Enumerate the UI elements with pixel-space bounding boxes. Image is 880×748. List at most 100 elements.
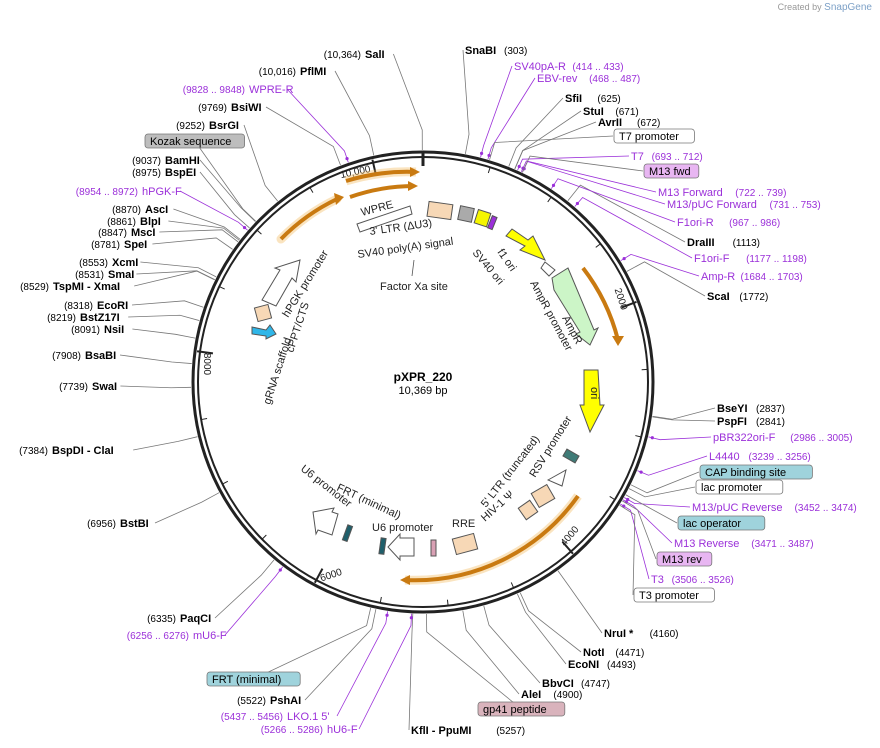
scale-minor-tick — [201, 418, 208, 421]
primer-name: L4440 — [709, 451, 740, 463]
primer-name: hU6-F — [327, 724, 358, 736]
site-position: (4160) — [650, 629, 679, 640]
leader-line — [128, 314, 200, 321]
leader-line — [521, 155, 644, 173]
feature-label-box: M13 rev — [656, 551, 713, 567]
site-position: (5522) — [237, 696, 266, 707]
site-position: (8870) — [112, 205, 141, 216]
leader-line — [630, 471, 700, 494]
site-name: NsiI — [104, 324, 124, 336]
primer-name: T3 — [651, 574, 664, 586]
f1ori-box — [486, 215, 498, 231]
restriction-site-label: (8975)BspEI — [132, 167, 196, 179]
u6-promoter-arrow-2 — [312, 507, 339, 536]
leader-line — [557, 570, 603, 634]
primer-marker — [551, 183, 556, 187]
site-position: (8529) — [20, 282, 49, 293]
site-name: BstBI — [120, 518, 149, 530]
leader-line — [131, 300, 204, 308]
leader-line — [462, 610, 520, 695]
inner-feature-label: RRE — [452, 518, 475, 530]
site-position: (9769) — [198, 103, 227, 114]
feature-box-text: M13 rev — [662, 554, 702, 566]
leader-line — [462, 49, 470, 154]
restriction-site-label: (8861)BlpI — [107, 216, 161, 228]
primer-name: LKO.1 5' — [287, 711, 329, 723]
leader-line — [304, 609, 377, 701]
feature-box-text: FRT (minimal) — [212, 674, 281, 686]
site-name: BsiWI — [231, 102, 262, 114]
snapgene-credit: Created by SnapGene — [777, 2, 872, 13]
leader-line — [483, 605, 541, 684]
5ltr-arrow — [546, 469, 567, 487]
site-position: (8553) — [79, 258, 108, 269]
primer-position: (6256 .. 6276) — [127, 631, 189, 642]
site-name: DraIII — [687, 237, 715, 249]
site-name: AleI — [521, 689, 541, 701]
feature-label-box: T7 promoter — [613, 128, 695, 144]
feature-label-box: FRT (minimal) — [206, 671, 301, 687]
ampr-arrow — [551, 267, 600, 346]
site-name: SmaI — [108, 269, 134, 281]
leader-line — [120, 385, 192, 389]
primer-label: (5437 .. 5456)LKO.1 5' — [221, 711, 330, 723]
site-position: (8861) — [107, 217, 136, 228]
restriction-site-label: (5522)PshAI — [237, 695, 301, 707]
leader-line — [628, 486, 696, 498]
site-position: (6956) — [87, 519, 116, 530]
site-name: BsaBI — [85, 350, 116, 362]
site-position: (2837) — [756, 404, 785, 415]
leader-line — [168, 220, 240, 241]
leader-line — [253, 607, 372, 680]
restriction-site-label: EcoNI(4493) — [568, 659, 636, 671]
site-position: (10,016) — [259, 67, 296, 78]
scale-minor-tick — [547, 196, 552, 203]
site-position: (6335) — [147, 614, 176, 625]
site-name: SfiI — [565, 93, 582, 105]
site-position: (625) — [597, 94, 620, 105]
restriction-site-label: (6956) BstBI — [87, 518, 149, 530]
leader-line — [567, 184, 686, 243]
primer-position: (1177 .. 1198) — [746, 254, 807, 265]
site-name: BamHI — [165, 155, 200, 167]
leader-line — [648, 436, 712, 441]
leader-line — [286, 88, 349, 163]
leader-line — [652, 407, 716, 420]
site-name: XcmI — [112, 257, 138, 269]
scale-minor-tick — [222, 480, 229, 485]
feature-label-box: T3 promoter — [633, 587, 715, 603]
primer-name: M13/pUC Reverse — [692, 502, 782, 514]
leader-line — [620, 253, 700, 277]
site-name: AvrII — [598, 117, 622, 129]
site-name: NotI — [583, 647, 604, 659]
primer-label: (8954 .. 8972)hPGK-F — [76, 186, 182, 198]
primer-marker — [487, 153, 491, 158]
feature-box-text: T3 promoter — [639, 590, 699, 602]
feature-box — [206, 671, 301, 687]
leader-line — [652, 416, 716, 422]
primer-marker — [622, 256, 626, 261]
factor-xa-leader — [411, 259, 415, 277]
restriction-site-label: (8870)AscI — [112, 204, 168, 216]
restriction-site-label: (8531)SmaI — [75, 269, 134, 281]
primer-marker — [278, 568, 282, 572]
feature-box-text: M13 fwd — [649, 166, 691, 178]
leader-line — [119, 354, 192, 364]
factor-xa-box — [457, 205, 475, 223]
site-name: PaqCI — [180, 613, 211, 625]
restriction-site-label: AvrII(672) — [598, 117, 660, 129]
hpgk-arrow — [261, 259, 301, 307]
primer-label: M13 Reverse(3471 .. 3487) — [674, 538, 814, 550]
primer-label: F1ori-R(967 .. 986) — [677, 217, 780, 229]
primer-label: EBV-rev(468 .. 487) — [537, 73, 640, 85]
site-position: (10,364) — [324, 50, 361, 61]
leader-line — [550, 178, 676, 223]
site-position: (4900) — [553, 690, 582, 701]
scale-tick — [621, 300, 637, 309]
primer-label: SV40pA-R(414 .. 433) — [514, 61, 624, 73]
site-position: (4747) — [581, 679, 610, 690]
site-name: BseYI — [717, 403, 748, 415]
feature-label-box: CAP binding site — [699, 464, 813, 480]
leader-line — [173, 208, 241, 240]
